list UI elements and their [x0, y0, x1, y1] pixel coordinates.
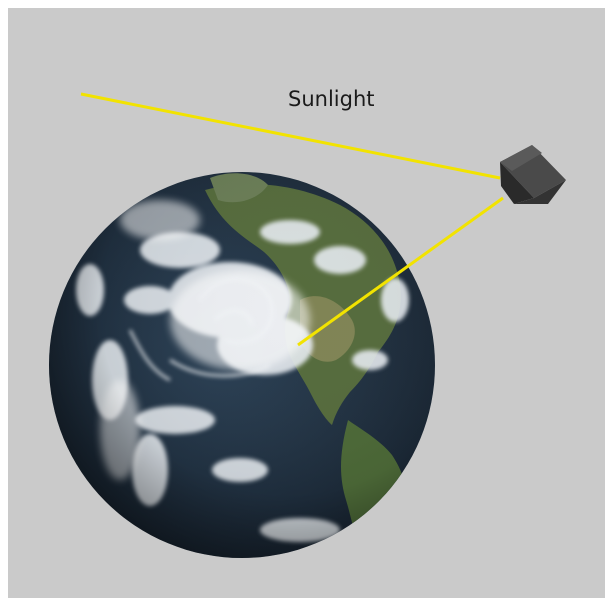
sunlight-ray — [80, 92, 501, 180]
sunlight-label: Sunlight — [288, 87, 375, 111]
reflected-ray — [297, 196, 504, 347]
cube-satellite — [500, 145, 566, 204]
earth-globe — [49, 172, 435, 558]
